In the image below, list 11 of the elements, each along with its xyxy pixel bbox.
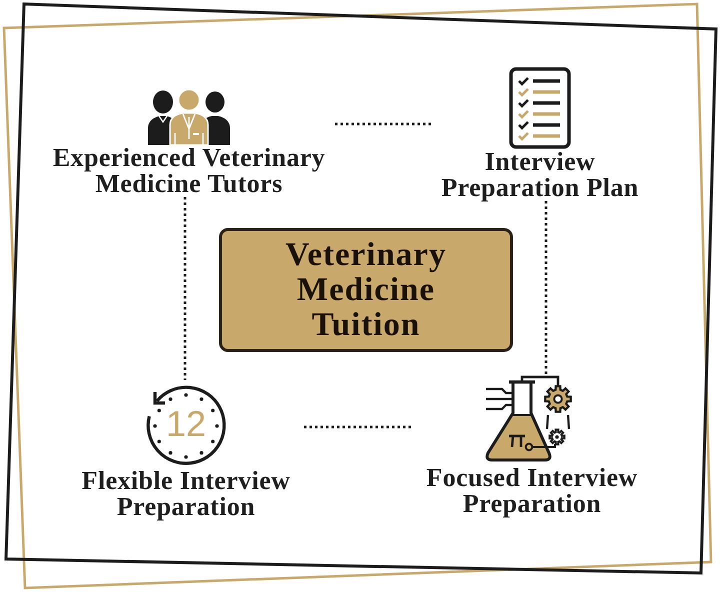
dotted-connector: [335, 122, 433, 126]
node-caption: Focused Interview Preparation: [425, 465, 639, 517]
dotted-connector: [304, 426, 414, 428]
node-caption: Experienced Veterinary Medicine Tutors: [52, 145, 326, 197]
dotted-connector: [544, 201, 548, 375]
central-box: [219, 228, 513, 352]
node-caption: Interview Preparation Plan: [440, 149, 640, 201]
node-caption: Flexible Interview Preparation: [80, 468, 292, 520]
clock-number: 12: [166, 406, 206, 442]
box-label: Veterinary Medicine Tuition: [284, 238, 448, 342]
dotted-connector: [184, 197, 186, 380]
